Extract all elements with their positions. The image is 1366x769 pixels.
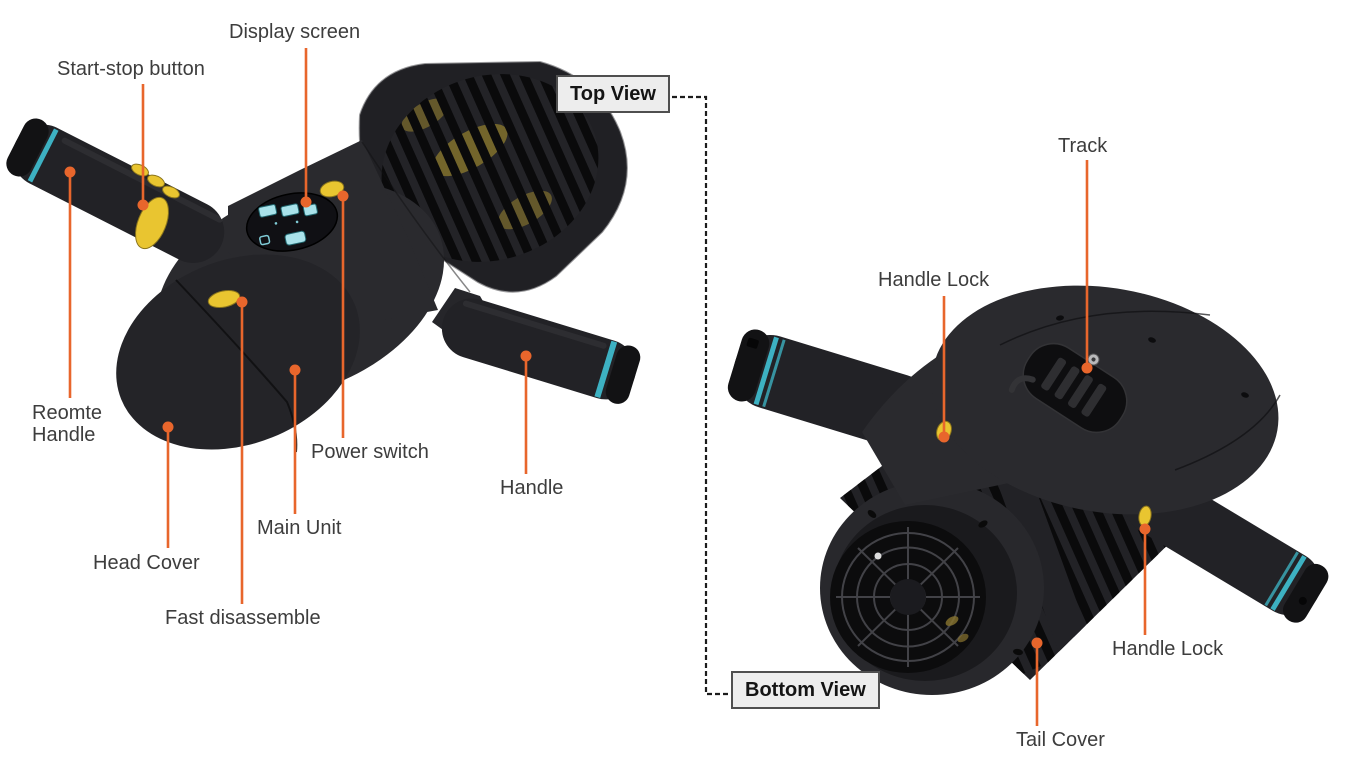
handle-teal-ring xyxy=(1270,555,1307,611)
fan-hub xyxy=(890,579,926,615)
power-switch-button xyxy=(319,180,345,198)
top-view-box: Top View xyxy=(556,75,670,113)
display-glyph xyxy=(259,234,271,246)
rim-screw xyxy=(867,510,877,518)
leader-handle-lock-bottom xyxy=(1139,523,1151,635)
tail-cover xyxy=(820,481,1044,695)
rim-screw xyxy=(1013,648,1023,656)
leader-remote-handle xyxy=(64,166,76,398)
leader-fast-disassemble xyxy=(236,296,248,604)
label-main-unit: Main Unit xyxy=(257,517,342,539)
handle-teal-ring xyxy=(594,340,618,399)
battery-segment xyxy=(280,203,300,217)
display-screen xyxy=(245,192,339,252)
leader-head-cover xyxy=(162,421,174,548)
leader-tail-cover xyxy=(1031,637,1043,726)
body-screw xyxy=(1056,315,1064,321)
label-handle: Handle xyxy=(500,477,564,499)
main-unit-body xyxy=(116,140,471,453)
body-screw xyxy=(1148,337,1156,343)
view-connector-dashed-line xyxy=(664,95,729,696)
label-display-screen: Display screen xyxy=(229,21,361,43)
battery-segment xyxy=(258,204,278,218)
label-head-cover: Head Cover xyxy=(93,552,200,574)
handle-button xyxy=(162,185,180,199)
scooter-bottom-view-illustration xyxy=(727,285,1329,695)
leader-main-unit xyxy=(289,364,301,514)
leader-track xyxy=(1081,160,1093,374)
leader-lines xyxy=(64,48,1151,726)
label-power-switch: Power switch xyxy=(311,441,429,463)
leader-power-switch xyxy=(337,190,349,438)
label-start-stop-button: Start-stop button xyxy=(57,58,205,80)
handle-cap xyxy=(605,345,641,404)
handle-button xyxy=(147,174,165,188)
label-handle-lock-top: Handle Lock xyxy=(878,269,990,291)
handle-cap xyxy=(727,329,770,402)
label-handle-lock-bottom: Handle Lock xyxy=(1112,638,1224,660)
leader-handle-lock-top xyxy=(938,296,950,443)
label-remote-handle: Reomte Handle xyxy=(32,402,103,446)
body-screw xyxy=(1241,392,1249,398)
fast-disassemble-button xyxy=(207,289,241,309)
remote-handle-cap xyxy=(6,118,49,177)
bottom-view-box: Bottom View xyxy=(731,671,880,709)
remote-handle xyxy=(6,118,225,263)
scooter-top-view-illustration xyxy=(6,46,641,453)
track-mount xyxy=(1008,342,1128,434)
rim-screw xyxy=(978,520,988,528)
handle-right xyxy=(441,298,641,404)
leader-start-stop-button xyxy=(137,84,149,211)
handle-cap xyxy=(1282,563,1329,623)
remote-handle-teal-ring xyxy=(27,128,59,183)
leader-handle xyxy=(520,350,532,474)
speed-indicator xyxy=(284,230,307,246)
label-fast-disassemble: Fast disassemble xyxy=(165,607,321,629)
label-track: Track xyxy=(1058,135,1108,157)
label-tail-cover: Tail Cover xyxy=(1016,729,1105,751)
leader-display-screen xyxy=(300,48,312,208)
handle-teal-ring xyxy=(753,336,779,406)
track-hook xyxy=(1008,375,1036,393)
